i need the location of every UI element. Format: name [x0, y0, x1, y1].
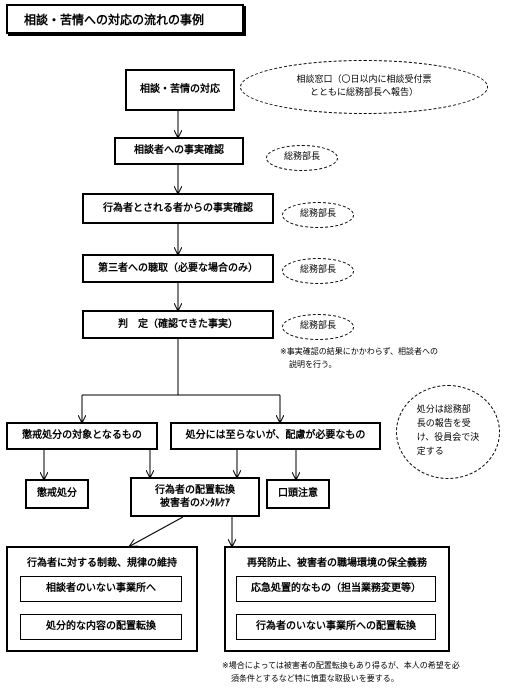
footer-note: ※場合によっては被害者の配置転換もあり得るが、本人の希望を必 須条件とするなど特…: [222, 660, 460, 686]
step-consultation-response: 相談・苦情の対応: [125, 69, 235, 111]
note-general-manager-2: 総務部長: [282, 202, 354, 228]
note-general-manager-3: 総務部長: [282, 258, 354, 284]
note-general-manager-1: 総務部長: [266, 145, 338, 171]
group-sanction-item-1: 相談者のいない事業所へ: [20, 576, 182, 602]
note-board-line4: 定する: [416, 446, 444, 457]
note-consultation-desk-line1: 相談窓口（〇日以内に相談受付票: [296, 74, 432, 85]
judgment-note: ※事実確認の結果にかかわらず、相談者への 説明を行う。: [280, 346, 438, 372]
outcome-disciplinary-action: 懲戒処分: [25, 479, 89, 509]
branch-disciplinary: 懲戒処分の対象となるもの: [6, 422, 158, 450]
group-sanction-item-2: 処分的な内容の配置転換: [20, 614, 182, 640]
page-title: 相談・苦情への対応の流れの事例: [6, 4, 244, 34]
group-prevention-item-2: 行為者のいない事業所への配置転換: [236, 614, 436, 640]
transfer-line1: 行為者の配置転換: [155, 484, 235, 496]
step-third-party-hearing: 第三者への聴取（必要な場合のみ）: [82, 254, 274, 283]
note-board-decision: 処分は総務部 長の報告を受 け、役員会で決 定する: [396, 385, 500, 479]
note-board-line3: け、役員会で決: [416, 433, 480, 443]
footer-note-line1: ※場合によっては被害者の配置転換もあり得るが、本人の希望を必: [222, 661, 460, 670]
outcome-verbal-warning: 口頭注意: [266, 479, 330, 509]
branch-non-disciplinary: 処分には至らないが、配慮が必要なもの: [170, 422, 381, 450]
judgment-note-line1: ※事実確認の結果にかかわらず、相談者への: [280, 347, 438, 356]
step-judgment: 判 定（確認できた事実）: [82, 310, 274, 339]
footer-note-line2: 須条件とするなど特に慎重な取扱いを要する。: [231, 673, 399, 683]
note-board-line1: 処分は総務部: [416, 405, 471, 416]
group-prevention-item-1: 応急処置的なもの（担当業務変更等）: [236, 576, 436, 602]
note-board-line2: 長の報告を受: [416, 419, 471, 430]
note-consultation-desk-line2: とともに総務部長へ報告）: [309, 88, 418, 98]
group-sanction-discipline: 行為者に対する制裁、規律の維持 相談者のいない事業所へ 処分的な内容の配置転換: [6, 546, 198, 652]
group-sanction-title: 行為者に対する制裁、規律の維持: [27, 558, 177, 569]
note-consultation-desk: 相談窓口（〇日以内に相談受付票とともに総務部長へ報告）: [240, 60, 488, 114]
note-general-manager-4: 総務部長: [282, 314, 354, 340]
step-confirm-with-consulter: 相談者への事実確認: [114, 137, 244, 165]
step-confirm-with-actor: 行為者とされる者からの事実確認: [82, 193, 274, 224]
transfer-line2: 被害者のﾒﾝﾀﾙｹｱ: [160, 498, 230, 509]
group-prevention-environment: 再発防止、被害者の職場環境の保全義務 応急処置的なもの（担当業務変更等） 行為者…: [224, 546, 450, 652]
group-prevention-title: 再発防止、被害者の職場環境の保全義務: [247, 558, 427, 569]
outcome-transfer-mental-care: 行為者の配置転換被害者のﾒﾝﾀﾙｹｱ: [130, 477, 260, 517]
judgment-note-line2: 説明を行う。: [289, 359, 337, 369]
